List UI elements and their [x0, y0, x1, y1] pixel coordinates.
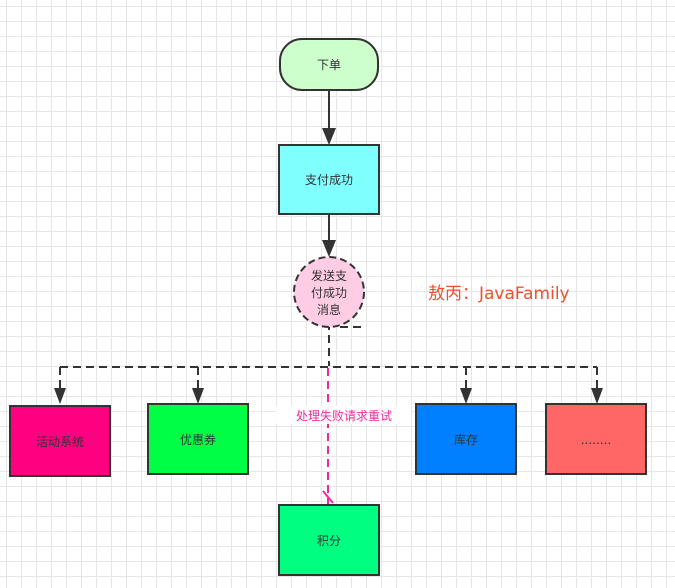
node-inventory-label: 库存: [454, 432, 478, 447]
edge-label-retry: 处理失败请求重试: [296, 408, 392, 423]
arrowhead-icon: [192, 388, 204, 404]
node-payment-success[interactable]: 支付成功: [278, 144, 380, 215]
node-activity-system[interactable]: 活动系统: [9, 405, 111, 477]
edge-order-to-payment: [322, 90, 336, 145]
arrowhead-icon: [591, 388, 603, 404]
node-points-label: 积分: [317, 534, 341, 548]
dashed-arrowheads: [54, 388, 603, 404]
node-more-label: ........: [581, 433, 612, 447]
node-coupon[interactable]: 优惠券: [147, 403, 249, 475]
node-points[interactable]: 积分: [278, 504, 380, 576]
cross-mark-icon: [322, 490, 334, 504]
node-payment-success-label: 支付成功: [305, 173, 353, 187]
author-annotation: 敖丙：JavaFamily: [428, 284, 570, 304]
edge-message-to-subscribers: [59, 322, 598, 390]
node-send-message-line1: 发送支: [311, 268, 347, 283]
edge-payment-to-message: [322, 214, 336, 257]
node-coupon-label: 优惠券: [180, 432, 216, 447]
node-send-message-line3: 消息: [317, 302, 341, 317]
arrowhead-icon: [460, 388, 472, 404]
node-more[interactable]: ........: [545, 403, 647, 475]
arrowhead-icon: [322, 128, 336, 145]
edge-message-to-points-failed: 处理失败请求重试: [276, 368, 411, 504]
node-activity-system-label: 活动系统: [36, 435, 84, 449]
node-order[interactable]: 下单: [279, 38, 379, 91]
node-send-message-line2: 付成功: [311, 286, 347, 300]
node-send-message[interactable]: 发送支 付成功 消息: [293, 256, 365, 328]
arrowhead-icon: [322, 240, 336, 257]
node-inventory[interactable]: 库存: [415, 403, 517, 475]
arrowhead-icon: [54, 388, 66, 404]
node-order-label: 下单: [317, 58, 341, 72]
